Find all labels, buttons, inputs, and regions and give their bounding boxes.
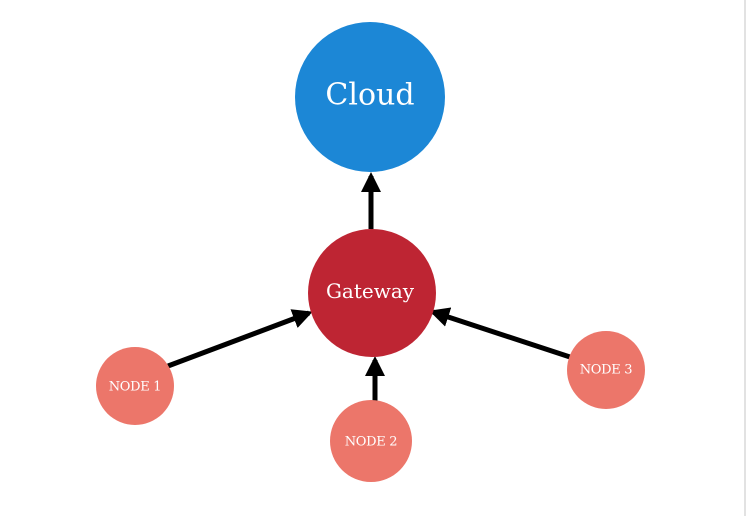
node-1-label: NODE 1	[109, 380, 162, 395]
node-3-circle	[567, 331, 645, 409]
cloud-label: Cloud	[325, 78, 414, 113]
node-3-label: NODE 3	[580, 363, 633, 378]
gateway-label: Gateway	[326, 279, 415, 303]
node-2[interactable]: NODE 2	[330, 400, 412, 482]
node-1-circle	[96, 347, 174, 425]
gateway-circle	[308, 229, 436, 357]
edge-node3-to-gateway	[429, 307, 571, 360]
gateway-node[interactable]: Gateway	[308, 229, 436, 357]
node-3[interactable]: NODE 3	[567, 331, 645, 409]
cloud-circle	[295, 22, 445, 172]
edge-node1-to-gateway	[167, 309, 313, 369]
node-2-circle	[330, 400, 412, 482]
cloud-node[interactable]: Cloud	[295, 22, 445, 172]
node-1[interactable]: NODE 1	[96, 347, 174, 425]
right-border	[744, 0, 746, 516]
node-2-label: NODE 2	[345, 435, 398, 450]
